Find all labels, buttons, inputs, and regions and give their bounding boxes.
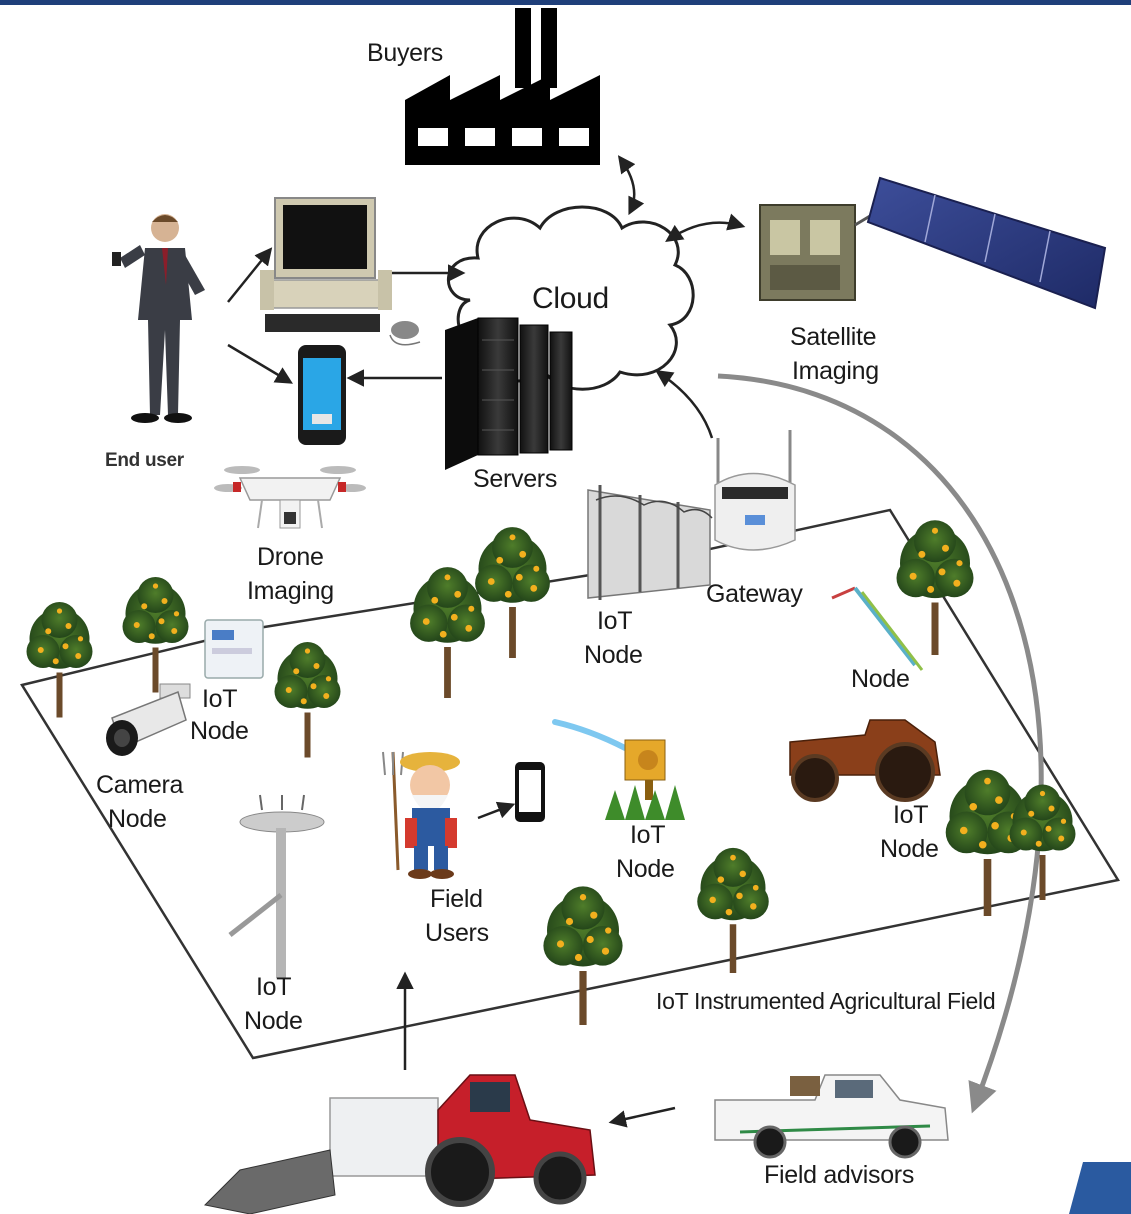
satellite-imaging-label-line1: Satellite <box>790 323 877 351</box>
tree-icon <box>122 577 189 693</box>
cloud-to-advisors-curve-arrow <box>717 373 1044 1114</box>
tree-icon <box>475 527 550 658</box>
sprinkler-iot-node-label-line1: IoT <box>630 821 666 849</box>
cloud-label: Cloud <box>532 282 609 315</box>
camera-node-label-line2: Node <box>108 805 167 833</box>
servers-label: Servers <box>473 465 558 493</box>
soil-probe-icon <box>831 586 924 671</box>
fence-iot-node-label-line2: Node <box>584 641 643 669</box>
server-rack-icon <box>445 317 573 470</box>
field-advisors-label: Field advisors <box>764 1161 915 1189</box>
tree-icon <box>410 567 485 698</box>
farmer-phone-arrow <box>477 801 516 820</box>
tractor-icon <box>789 719 941 802</box>
field-users-label-line1: Field <box>430 885 483 913</box>
smartphone-icon <box>515 762 545 822</box>
person-icon <box>112 214 205 423</box>
tractor-iot-node-label-line2: Node <box>880 835 939 863</box>
pickup-truck-icon <box>714 1074 949 1159</box>
security-camera-icon <box>106 683 191 756</box>
field-users-label-line2: Users <box>425 919 489 947</box>
satellite-icon <box>759 176 1107 310</box>
tree-icon <box>26 602 93 718</box>
top-accent-bar <box>0 0 1131 5</box>
gateway-icon <box>714 430 796 551</box>
fence-icon <box>587 485 713 600</box>
station-iot-node-label-line1: IoT <box>256 973 292 1001</box>
end-user-label: End user <box>105 450 184 471</box>
factory-icon <box>405 8 600 165</box>
drone-icon <box>214 466 366 529</box>
station-iot-node-label-line2: Node <box>244 1007 303 1035</box>
drone-imaging-label-line2: Imaging <box>247 577 334 605</box>
smartphone-icon <box>298 345 346 445</box>
user-phone-arrow <box>227 343 294 384</box>
node-right-label: Node <box>851 665 910 693</box>
sprinkler-icon <box>552 719 685 820</box>
cloud-satellite-arrow <box>665 213 746 242</box>
advisors-tractor-arrow <box>608 1106 676 1128</box>
buyers-label: Buyers <box>367 39 444 67</box>
left-iot-node-label-line2: Node <box>190 717 249 745</box>
sprinkler-iot-node-label-line2: Node <box>616 855 675 883</box>
gateway-cloud-arrow <box>655 370 714 439</box>
sensor-box-icon <box>204 619 264 679</box>
farmer-icon <box>382 751 460 879</box>
left-iot-node-label-line1: IoT <box>202 685 238 713</box>
camera-node-label-line1: Camera <box>96 771 184 799</box>
gateway-label: Gateway <box>706 580 803 608</box>
weather-station-icon <box>228 794 325 978</box>
fence-iot-node-label-line1: IoT <box>597 607 633 635</box>
connection-arrows <box>227 155 746 1128</box>
buyers-cloud-arrow <box>617 155 645 216</box>
tree-icon <box>543 886 623 1025</box>
corner-accent-shape <box>1069 1162 1131 1214</box>
desktop-computer-icon <box>260 197 421 346</box>
drone-imaging-label-line1: Drone <box>257 543 324 571</box>
field-caption: IoT Instrumented Agricultural Field <box>656 988 996 1014</box>
tree-icon <box>274 642 341 758</box>
user-computer-arrow <box>227 247 273 303</box>
tractor-icon <box>203 1074 596 1214</box>
tractor-iot-node-label-line1: IoT <box>893 801 929 829</box>
satellite-imaging-label-line2: Imaging <box>792 357 879 385</box>
